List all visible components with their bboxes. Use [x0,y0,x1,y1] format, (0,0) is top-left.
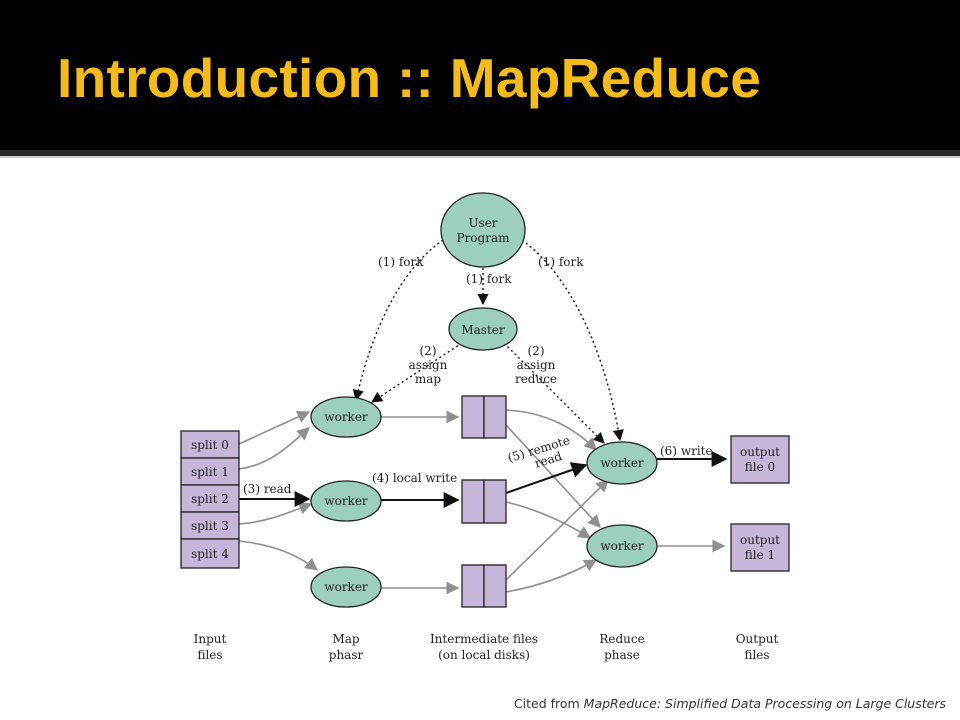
citation-source: MapReduce: Simplified Data Processing on… [583,696,946,711]
remote-read-arrow [505,462,588,494]
output-file-1-line1: output [740,533,780,547]
input-files-caption-line2: files [197,648,222,662]
local-write-label: (4) local write [372,471,457,485]
citation-prefix: Cited from [513,696,584,711]
split0-to-worker-arrow [238,410,311,445]
master-label: Master [461,323,505,337]
title-divider [0,150,960,156]
reduce-phase-caption-line1: Reduce [599,632,644,646]
citation: Cited from MapReduce: Simplified Data Pr… [514,696,946,711]
split1-to-worker-arrow [238,427,310,470]
output-files-caption-line1: Output [736,632,779,646]
reduce-worker-1-label: worker [600,456,644,470]
title-divider-highlight [0,156,960,158]
assign-map-label-line3: map [415,372,442,386]
file3-to-reduce1-arrow [505,479,609,581]
map-worker-2: worker [310,480,382,522]
user-program-node: User Program [440,192,526,268]
split-0-label: split 0 [191,438,229,452]
master-node: Master [448,307,518,351]
assign-map-label-line1: (2) [420,344,437,358]
user-program-label-line1: User [468,216,497,230]
map-phase-caption-line2: phasr [329,648,364,662]
split-3-label: split 3 [191,519,229,533]
reduce-worker-2-label: worker [600,539,644,553]
user-program-label-line2: Program [457,231,511,245]
reduce-phase-caption-line2: phase [604,648,640,662]
split4-to-worker-arrow [238,540,319,571]
split-1-label: split 1 [191,465,229,479]
output-file-0-line1: output [740,445,780,459]
input-files [180,430,240,569]
fork-left-label: (1) fork [378,255,424,269]
intermediate-file-2 [461,479,507,524]
assign-reduce-edge [503,342,605,444]
map-worker-1: worker [310,396,382,438]
output-files-caption-line2: files [744,648,769,662]
split-4-label: split 4 [191,547,229,561]
map-worker-2-label: worker [324,494,368,508]
output-file-1-line2: file 1 [745,548,775,562]
reduce-worker-2: worker [586,524,658,568]
split3-to-worker-arrow [238,502,313,525]
assign-map-label-line2: assign [409,358,448,372]
output-file-1: output file 1 [730,523,790,572]
output-file-0-line2: file 0 [745,460,775,474]
fork-edge-left [352,239,444,402]
title-bar: Introduction :: MapReduce [0,0,960,150]
map-worker-1-label: worker [324,410,368,424]
output-file-0: output file 0 [730,435,790,484]
intermediate-files-caption-line2: (on local disks) [438,648,530,662]
intermediate-file-3 [461,564,507,608]
file3-to-reduce2-arrow [505,559,598,593]
map-phase-caption-line1: Map [332,632,359,646]
file2-to-reduce2-arrow [505,501,592,539]
input-files-caption-line1: Input [194,632,227,646]
fork-right-label: (1) fork [538,255,584,269]
reduce-worker-1: worker [586,441,658,485]
intermediate-file-1 [461,395,507,439]
fork-edge-right [521,239,624,442]
assign-reduce-label-line3: reduce [515,372,557,386]
map-worker-3: worker [310,566,382,608]
assign-reduce-label-line1: (2) [528,344,545,358]
assign-reduce-label-line2: assign [517,358,556,372]
split-2-label: split 2 [191,492,229,506]
read-label: (3) read [243,482,292,496]
slide-title: Introduction :: MapReduce [57,47,762,109]
map-worker-3-label: worker [324,580,368,594]
write-label: (6) write [660,444,713,458]
fork-center-label: (1) fork [466,272,512,286]
file1-to-reduce1-arrow [505,409,597,451]
intermediate-files-caption-line1: Intermediate files [430,632,538,646]
